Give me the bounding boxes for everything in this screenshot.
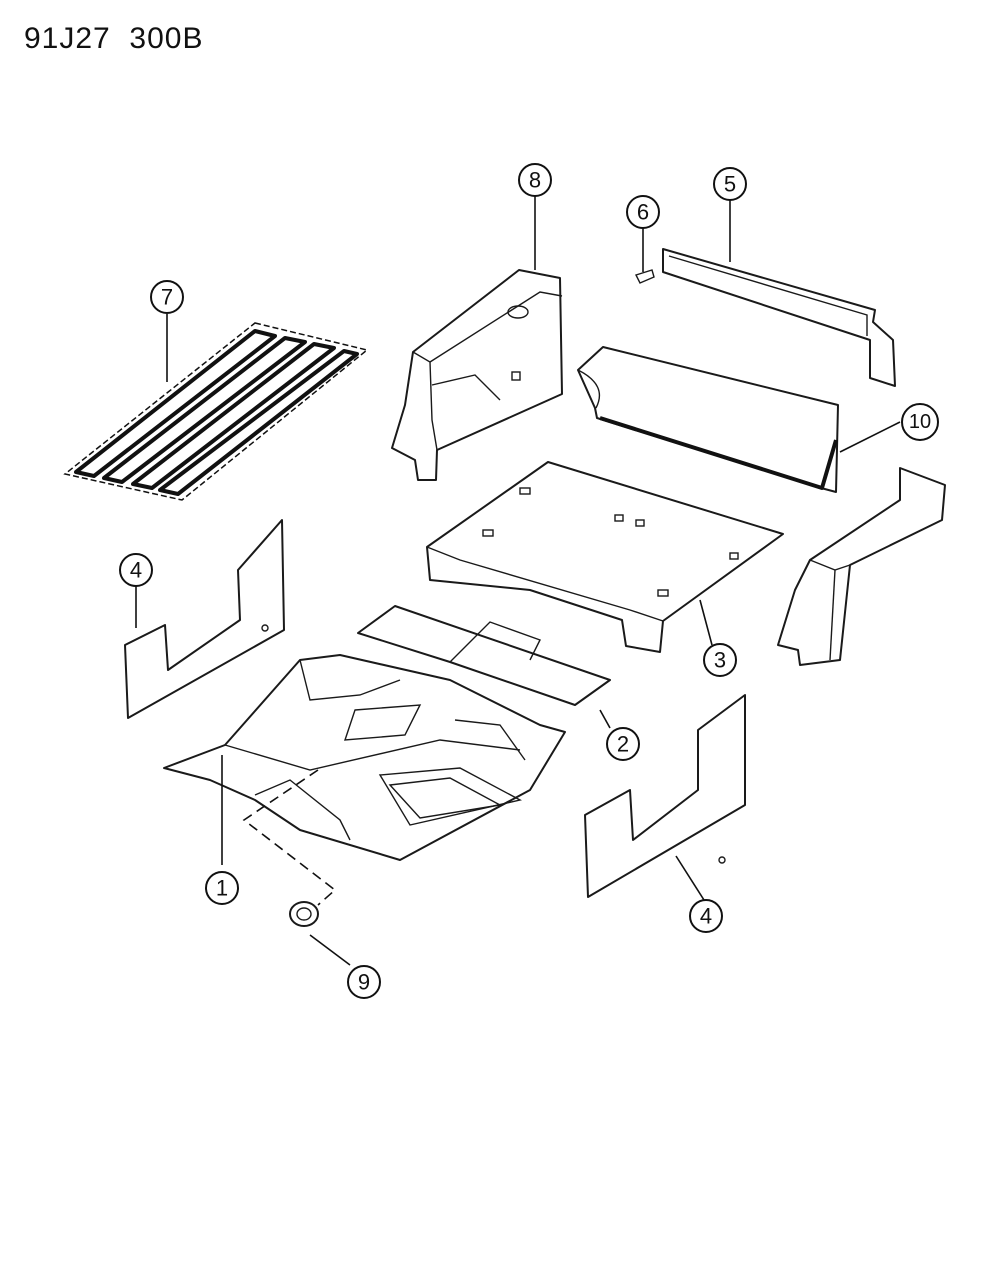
part-1-front-floor [163,654,566,861]
svg-text:4: 4 [130,558,142,583]
assembly-line-9 [242,769,337,906]
part-4-right-panel [584,694,746,898]
svg-text:4: 4 [700,904,712,929]
part-3-cargo-floor [426,461,784,653]
callout-2: 2 [606,727,640,761]
svg-text:10: 10 [909,411,931,433]
callout-1: 1 [205,871,239,905]
svg-text:5: 5 [724,172,736,197]
svg-text:7: 7 [161,285,173,310]
callout-3: 3 [703,643,737,677]
svg-text:8: 8 [529,168,541,193]
part-7-floor-mat [63,322,369,501]
part-6-screw [635,269,655,284]
part-8-left-trim [391,269,563,481]
diagram-code: 91J27 300B [24,22,204,55]
svg-text:3: 3 [714,648,726,673]
callout-10: 10 [901,403,939,441]
callout-6: 6 [626,195,660,229]
callout-5: 5 [713,167,747,201]
svg-text:6: 6 [637,200,649,225]
callout-7: 7 [150,280,184,314]
right-rear-trim [777,467,946,666]
leader-lines [135,196,901,966]
callout-4-left: 4 [119,553,153,587]
part-4-left-panel [124,519,285,719]
callout-9: 9 [347,965,381,999]
callout-4-right: 4 [689,899,723,933]
part-10-rear-panel [577,346,839,493]
svg-text:1: 1 [216,876,228,901]
part-9-fastener [289,901,319,927]
svg-text:9: 9 [358,970,370,995]
part-2-front-carpet [357,605,611,706]
svg-text:2: 2 [617,732,629,757]
callout-8: 8 [518,163,552,197]
part-5-panel [662,248,896,387]
